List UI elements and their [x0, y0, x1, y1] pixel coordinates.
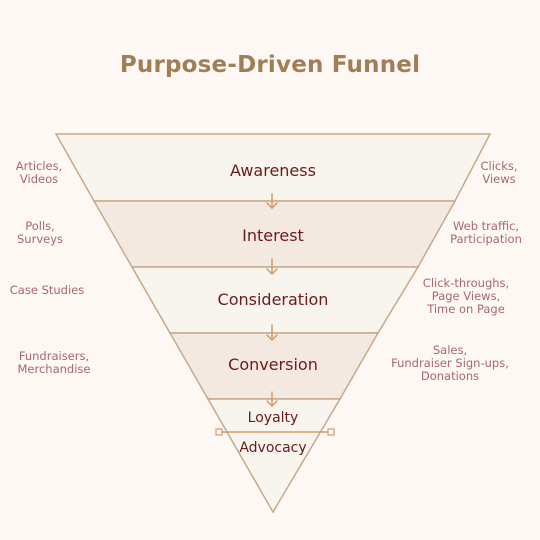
arrow-awareness-to-interest [266, 193, 278, 209]
metrics-interest: Web traffic, Participation [450, 219, 522, 246]
stage-label-consideration: Consideration [217, 290, 329, 309]
metrics-awareness: Clicks, Views [480, 159, 518, 186]
stage-label-interest: Interest [242, 226, 304, 245]
stage-label-conversion: Conversion [228, 355, 318, 374]
stage-label-awareness: Awareness [230, 161, 316, 180]
arrow-consideration-to-conversion [266, 324, 278, 341]
diagram-title: Purpose-Driven Funnel [119, 52, 421, 78]
stage-label-advocacy: Advocacy [239, 440, 307, 456]
divider-handle-left [215, 428, 223, 436]
content-conversion: Fundraisers, Merchandise [17, 349, 91, 376]
funnel-band-tip [206, 398, 342, 514]
arrow-conversion-to-loyalty [266, 391, 278, 407]
content-awareness: Articles, Videos [15, 159, 63, 186]
metrics-conversion: Sales, Fundraiser Sign-ups, Donations [391, 343, 509, 383]
divider-handle-right [327, 428, 335, 436]
content-interest: Polls, Surveys [17, 219, 63, 246]
arrow-interest-to-consideration [266, 258, 278, 275]
stage-label-loyalty: Loyalty [247, 410, 299, 426]
metrics-consideration: Click-throughs, Page Views, Time on Page [422, 276, 510, 316]
content-consideration: Case Studies [9, 283, 85, 297]
